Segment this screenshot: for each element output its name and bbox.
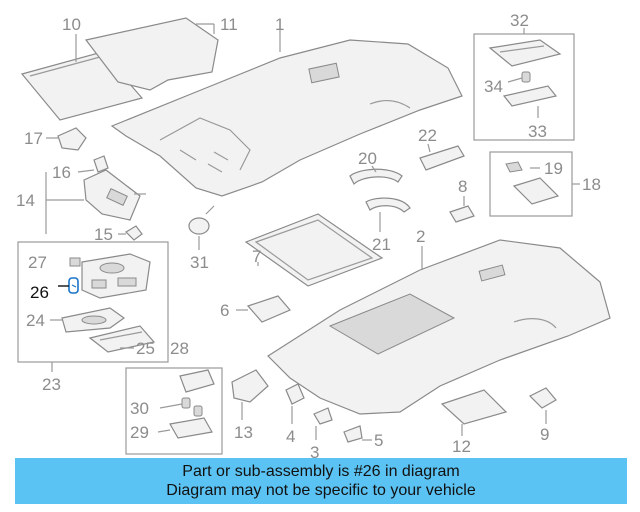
callout-11: 11 — [220, 15, 238, 34]
callout-30: 30 — [130, 399, 149, 418]
part-6-pad — [236, 295, 291, 323]
callout-14: 14 — [16, 191, 35, 210]
part-33-lamp — [502, 85, 558, 118]
part-5-clip — [343, 425, 372, 443]
part-1-headliner — [110, 30, 463, 197]
callout-22: 22 — [418, 126, 437, 145]
part-11-panel — [84, 17, 219, 91]
callout-28: 28 — [170, 339, 189, 358]
callout-18: 18 — [582, 175, 601, 194]
part-27-plug — [69, 257, 81, 267]
part-4-clip — [285, 383, 305, 424]
callout-15: 15 — [94, 225, 113, 244]
banner-line-1: Part or sub-assembly is #26 in diagram — [182, 463, 460, 480]
group-box-28 — [125, 367, 223, 455]
part-25-cover — [88, 325, 156, 353]
callout-10: 10 — [62, 15, 81, 34]
callout-6: 6 — [220, 301, 229, 320]
info-banner: Part or sub-assembly is #26 in diagram D… — [15, 458, 627, 504]
part-21-handle — [365, 197, 411, 232]
part-30-bulb — [159, 397, 203, 417]
part-14-sun-visor — [45, 169, 146, 234]
part-18-lamp — [512, 177, 560, 205]
part-console-assembly — [81, 253, 151, 299]
part-31-lamp — [188, 205, 215, 250]
callout-1: 1 — [275, 15, 284, 34]
part-2-headliner — [267, 239, 611, 415]
callout-20: 20 — [358, 149, 377, 168]
part-34-switch — [507, 71, 531, 83]
callout-8: 8 — [458, 177, 467, 196]
part-19-bulb — [505, 161, 540, 173]
callout-5: 5 — [374, 431, 383, 450]
callout-27: 27 — [28, 253, 47, 272]
callout-17: 17 — [24, 129, 43, 148]
callout-2: 2 — [416, 227, 425, 246]
part-7-sunroof-frame — [244, 213, 384, 287]
part-17-clip — [46, 127, 87, 151]
banner-line-2: Diagram may not be specific to your vehi… — [166, 482, 476, 499]
part-29-lens — [157, 417, 213, 439]
callout-9: 9 — [540, 425, 549, 444]
callout-16: 16 — [52, 163, 71, 182]
callout-7: 7 — [252, 247, 261, 266]
part-12-mat — [440, 389, 508, 436]
callout-23: 23 — [42, 375, 61, 394]
part-13-bracket — [231, 369, 269, 420]
group-box-23 — [17, 241, 169, 363]
part-3-clip — [313, 407, 333, 440]
callout-29: 29 — [130, 423, 149, 442]
part-26-switch — [58, 277, 79, 294]
part-32-console — [488, 39, 562, 67]
callout-12: 12 — [452, 437, 471, 456]
callout-32: 32 — [510, 11, 529, 30]
callout-34: 34 — [484, 77, 503, 96]
callout-13: 13 — [234, 423, 253, 442]
part-8-pad — [449, 196, 475, 223]
part-28-console — [179, 369, 215, 393]
part-20-handle — [349, 165, 403, 186]
part-22-bracket — [419, 143, 465, 171]
callout-3: 3 — [310, 443, 319, 462]
part-16-bracket — [77, 155, 109, 173]
callout-24: 24 — [26, 311, 45, 330]
callout-21: 21 — [372, 235, 391, 254]
callout-19: 19 — [544, 159, 563, 178]
callout-31: 31 — [190, 253, 209, 272]
callout-25: 25 — [136, 339, 155, 358]
callout-26: 26 — [30, 283, 49, 302]
callout-33: 33 — [528, 122, 547, 141]
callout-4: 4 — [286, 427, 295, 446]
part-15-holder — [118, 225, 143, 241]
part-9-clip — [528, 387, 557, 424]
part-24-lens — [50, 307, 126, 333]
